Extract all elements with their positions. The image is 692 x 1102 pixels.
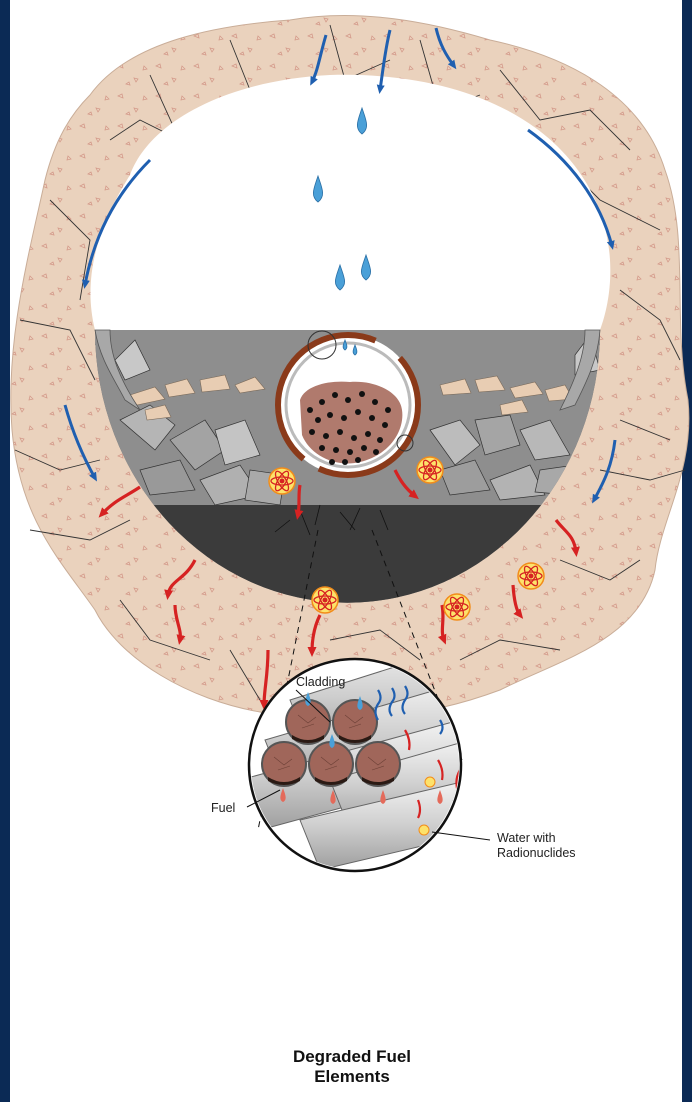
caption-line2: Elements: [314, 1067, 390, 1086]
label-water-line2: Radionuclides: [497, 846, 576, 860]
label-water-line1: Water with: [497, 831, 556, 845]
label-cladding: Cladding: [296, 675, 345, 689]
caption-line1: Degraded Fuel: [293, 1047, 411, 1066]
label-fuel: Fuel: [211, 801, 235, 815]
